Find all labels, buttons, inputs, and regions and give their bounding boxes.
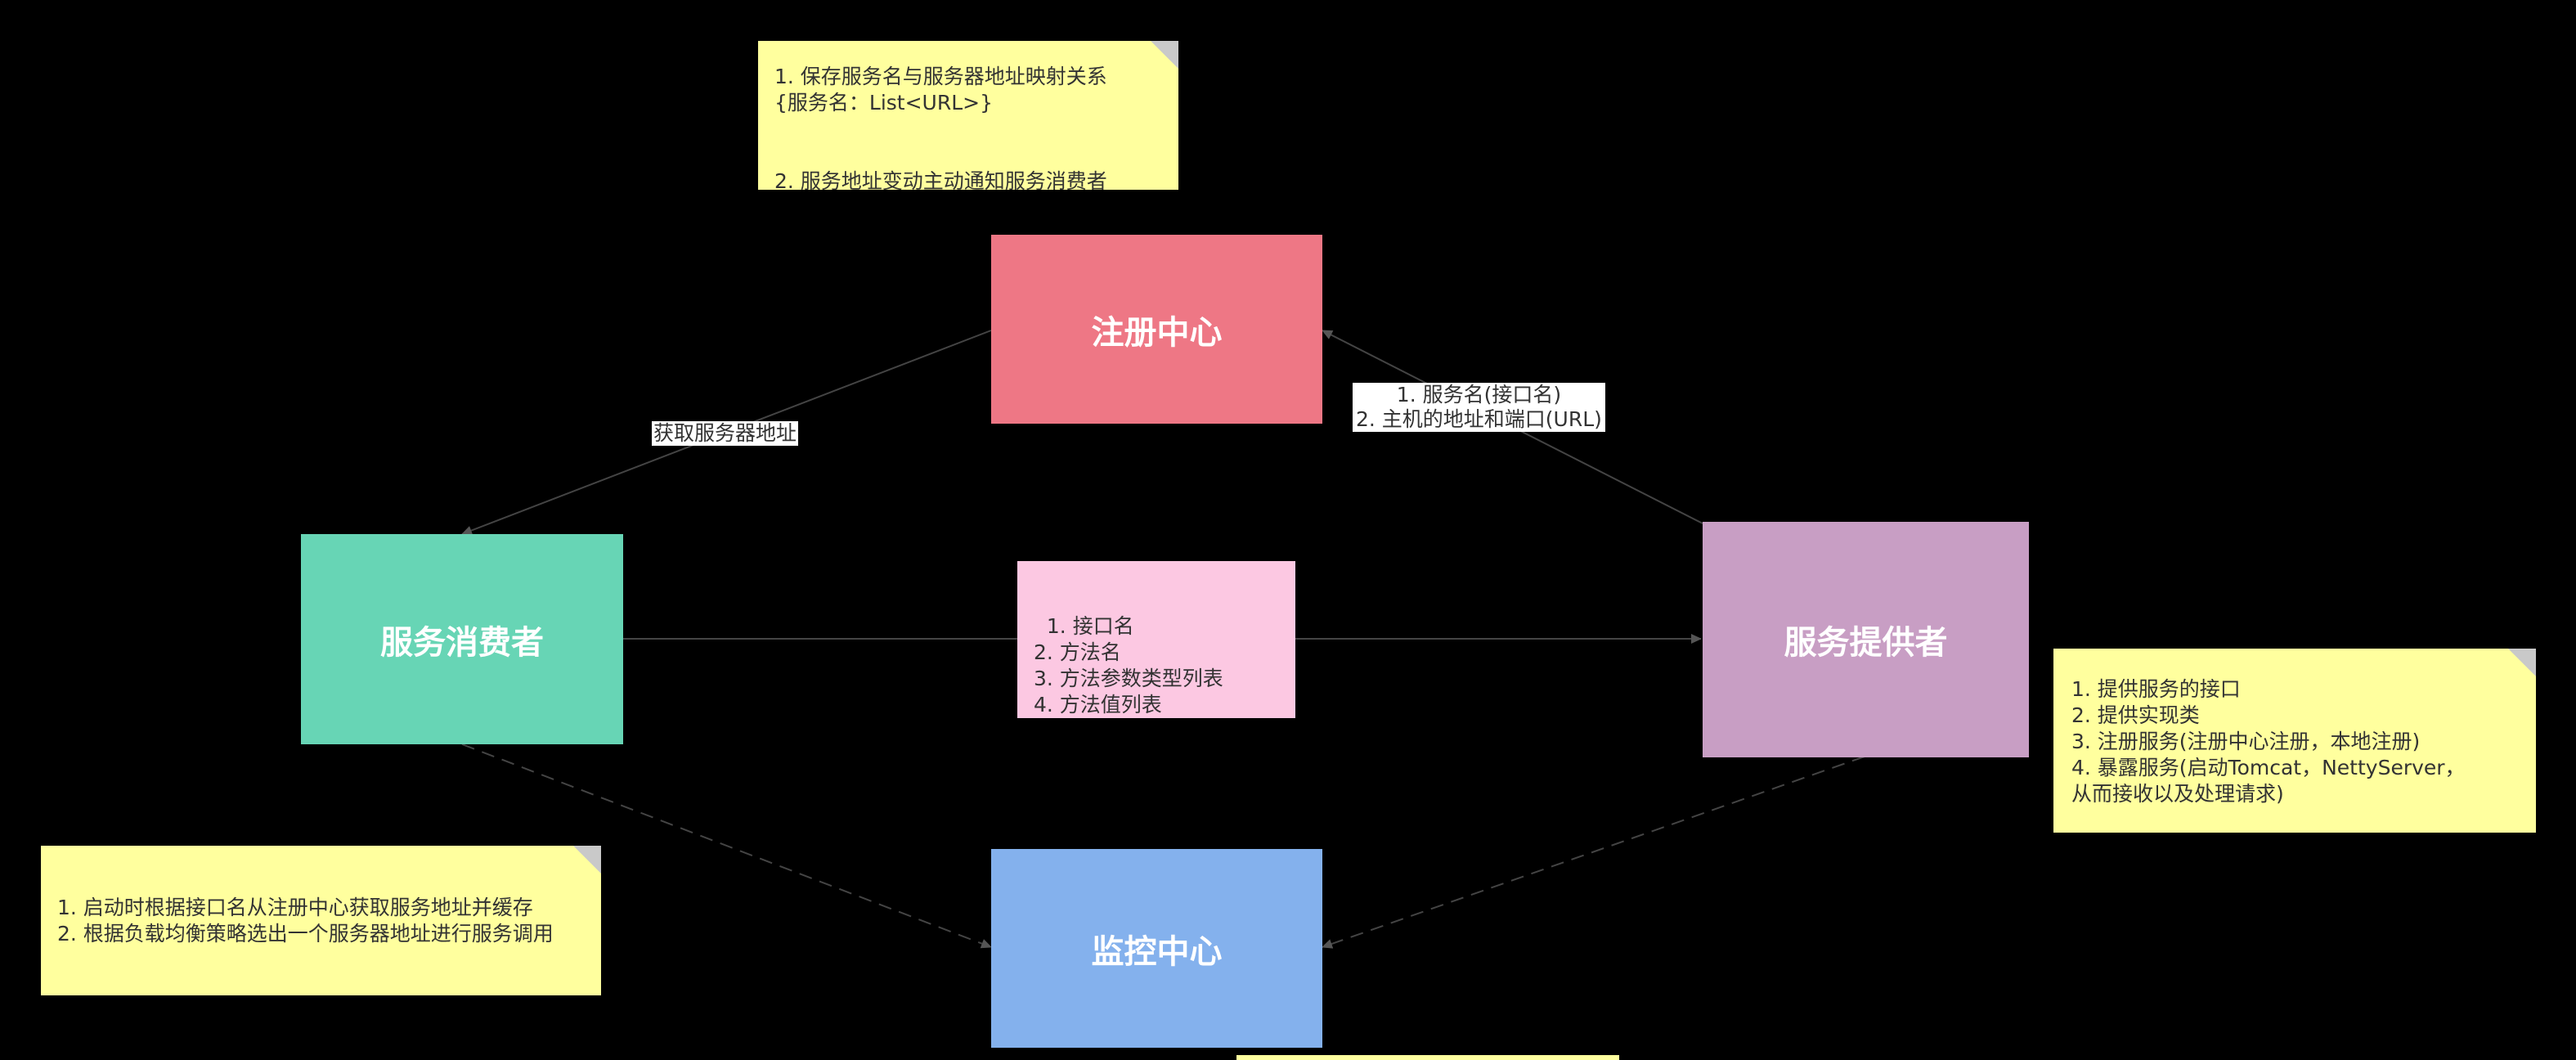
registry-note-text: 1. 保存服务名与服务器地址映射关系 {服务名：List<URL>} 2. 服务… (774, 65, 1107, 190)
edge-label-register: 1. 服务名(接口名) 2. 主机的地址和端口(URL) (1353, 383, 1605, 432)
provider-node[interactable]: 服务提供者 (1703, 522, 2029, 757)
monitor-node[interactable]: 监控中心 (991, 849, 1322, 1048)
consumer-node[interactable]: 服务消费者 (301, 534, 623, 744)
note-fold (573, 846, 601, 874)
edge-provider-to-monitor (1322, 756, 1865, 949)
provider-label: 服务提供者 (1784, 624, 1948, 662)
consumer-note: 1. 启动时根据接口名从注册中心获取服务地址并缓存 2. 根据负载均衡策略选出一… (41, 846, 601, 995)
method-info-box: 1. 接口名 2. 方法名 3. 方法参数类型列表 4. 方法值列表 (1017, 561, 1295, 718)
method-info-text: 1. 接口名 2. 方法名 3. 方法参数类型列表 4. 方法值列表 (1034, 614, 1223, 716)
provider-note: 1. 提供服务的接口 2. 提供实现类 3. 注册服务(注册中心注册，本地注册)… (2053, 649, 2536, 833)
bottom-note-partial (1236, 1055, 1619, 1060)
edge-consumer-to-monitor (461, 743, 992, 949)
edge-label-fetch-address: 获取服务器地址 (652, 421, 799, 446)
consumer-note-text: 1. 启动时根据接口名从注册中心获取服务地址并缓存 2. 根据负载均衡策略选出一… (57, 896, 554, 945)
monitor-label: 监控中心 (1091, 932, 1223, 971)
registry-node[interactable]: 注册中心 (991, 235, 1322, 424)
registry-label: 注册中心 (1091, 313, 1223, 352)
note-fold (1151, 41, 1178, 69)
registry-note: 1. 保存服务名与服务器地址映射关系 {服务名：List<URL>} 2. 服务… (758, 41, 1178, 190)
note-fold (2508, 649, 2536, 676)
provider-note-text: 1. 提供服务的接口 2. 提供实现类 3. 注册服务(注册中心注册，本地注册)… (2071, 677, 2466, 806)
consumer-label: 服务消费者 (380, 623, 544, 662)
